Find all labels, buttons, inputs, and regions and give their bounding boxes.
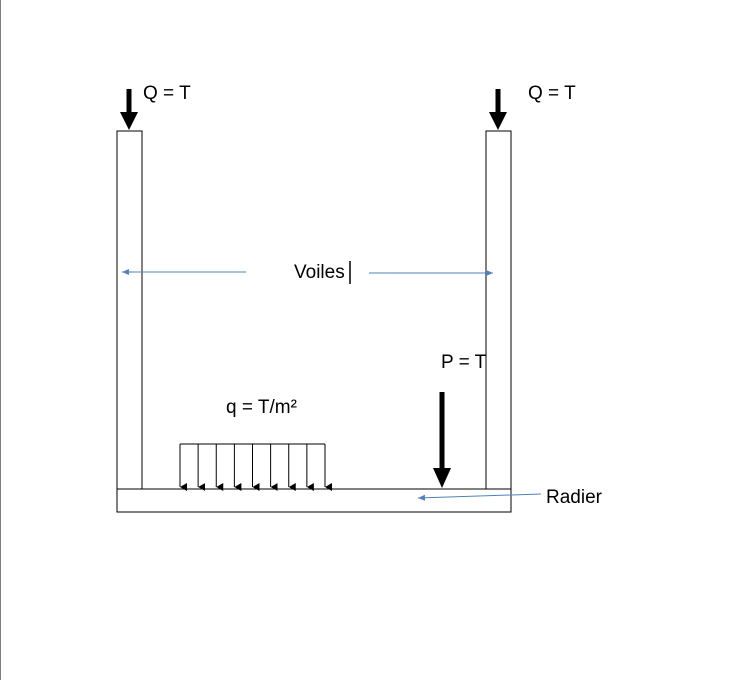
left-wall — [116, 130, 143, 490]
label-p-load: P = T — [441, 352, 487, 373]
label-q-left: Q = T — [143, 83, 191, 104]
label-q-right: Q = T — [528, 83, 576, 104]
raft-slab — [116, 488, 512, 513]
load-arrow-p — [433, 392, 451, 488]
label-radier: Radier — [546, 487, 603, 508]
label-distributed-load: q = T/m² — [226, 397, 297, 418]
label-voiles: Voiles — [294, 262, 345, 283]
load-arrow-q-left — [120, 89, 138, 130]
pointer-radier — [417, 493, 542, 501]
load-arrow-q-right — [489, 89, 507, 130]
right-wall — [485, 130, 512, 490]
distributed-load-arrows — [179, 444, 332, 491]
